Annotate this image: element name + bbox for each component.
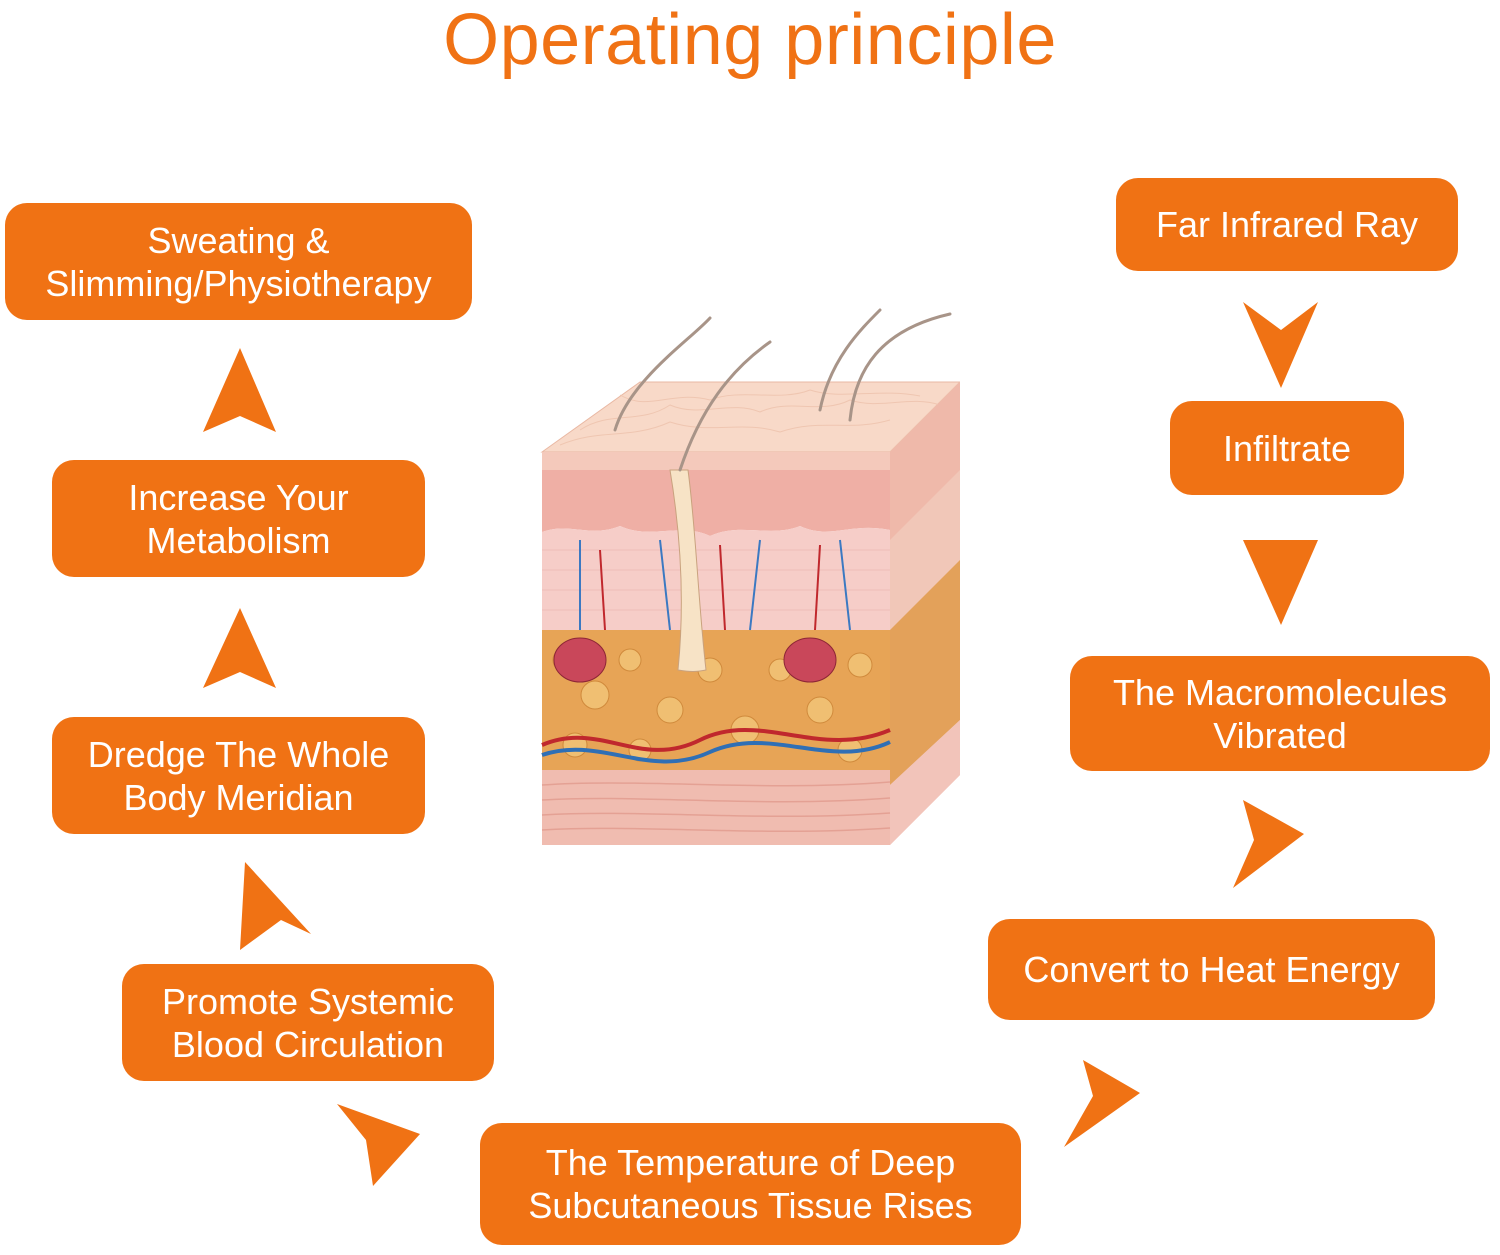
- arrow-up-icon: [203, 608, 276, 688]
- step-label: Convert to Heat Energy: [1023, 949, 1400, 990]
- step-label: Sweating & Slimming/Physiotherapy: [45, 219, 432, 304]
- arrow-up-icon: [203, 348, 276, 432]
- step-label: The Temperature of Deep Subcutaneous Tis…: [528, 1142, 973, 1226]
- step-label: Increase Your Metabolism: [128, 476, 349, 561]
- step-infiltrate: Infiltrate: [1170, 401, 1404, 495]
- page-title: Operating principle: [443, 0, 1057, 80]
- step-label: The Macromolecules Vibrated: [1112, 671, 1448, 756]
- step-label: Infiltrate: [1222, 427, 1352, 469]
- step-label: Far Infrared Ray: [1155, 204, 1419, 245]
- step-macromolecules-vibrated: The Macromolecules Vibrated: [1070, 656, 1490, 771]
- step-increase-metabolism: Increase Your Metabolism: [52, 460, 425, 577]
- step-far-infrared-ray: Far Infrared Ray: [1116, 178, 1458, 271]
- step-promote-blood-circulation: Promote Systemic Blood Circulation: [122, 964, 494, 1081]
- skin-cross-section-icon: [540, 308, 960, 845]
- arrow-down-left-icon: [1064, 1060, 1140, 1147]
- arrow-up-icon: [240, 862, 311, 950]
- arrow-down-left-icon: [1233, 800, 1304, 888]
- arrow-down-icon: [1243, 302, 1318, 388]
- arrow-down-icon: [1243, 540, 1318, 625]
- arrow-up-left-icon: [337, 1104, 420, 1186]
- step-sweating-slimming: Sweating & Slimming/Physiotherapy: [5, 203, 472, 320]
- step-convert-to-heat-energy: Convert to Heat Energy: [988, 919, 1435, 1020]
- step-dredge-meridian: Dredge The Whole Body Meridian: [52, 717, 425, 834]
- step-temperature-rises: The Temperature of Deep Subcutaneous Tis…: [480, 1123, 1021, 1245]
- step-label: Dredge The Whole Body Meridian: [87, 733, 390, 818]
- step-label: Promote Systemic Blood Circulation: [161, 980, 455, 1065]
